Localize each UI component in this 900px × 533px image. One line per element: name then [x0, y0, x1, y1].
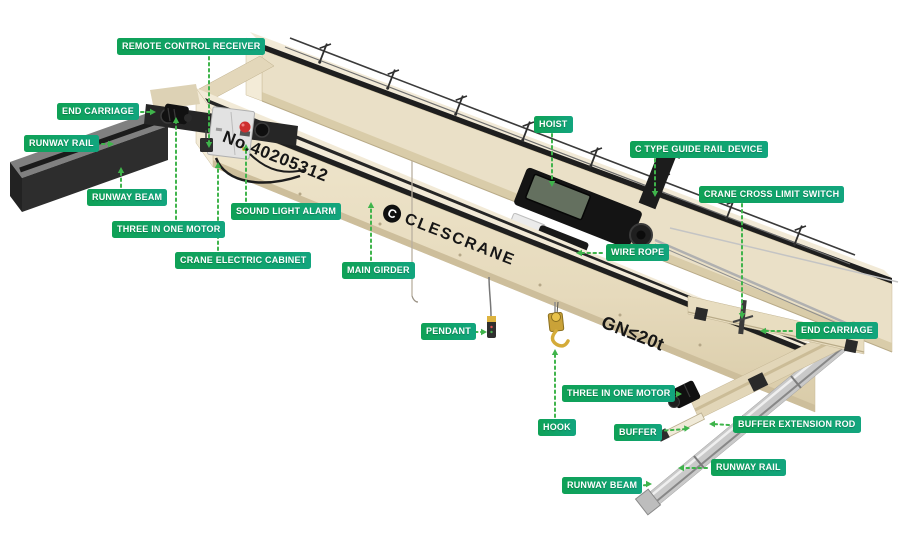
- hook-shape: [547, 301, 570, 348]
- leader-lines: [89, 56, 793, 487]
- label-buffer-extension-rod: BUFFER EXTENSION ROD: [733, 416, 861, 433]
- label-runway-rail-left: RUNWAY RAIL: [24, 135, 99, 152]
- main-girder-shape: [195, 87, 816, 413]
- pendant-shape: [487, 276, 496, 338]
- label-buffer: BUFFER: [614, 424, 662, 441]
- label-runway-rail-right: RUNWAY RAIL: [711, 459, 786, 476]
- cross-limit-switch-rail: [654, 227, 899, 335]
- label-hoist: HOIST: [534, 116, 573, 133]
- label-end-carriage-left: END CARRIAGE: [57, 103, 139, 120]
- crane-electric-cabinet-shape: [206, 106, 305, 184]
- label-runway-beam-left: RUNWAY BEAM: [87, 189, 168, 206]
- c-type-guide-rail: [284, 37, 856, 265]
- label-main-girder: MAIN GIRDER: [342, 262, 415, 279]
- label-c-type-guide-rail-device: C TYPE GUIDE RAIL DEVICE: [630, 141, 768, 158]
- buffer-extension-rod-shape: [665, 412, 705, 438]
- label-crane-cross-limit-switch: CRANE CROSS LIMIT SWITCH: [699, 186, 845, 203]
- end-carriage-right-shape: [656, 295, 865, 442]
- label-pendant: PENDANT: [421, 323, 476, 340]
- label-sound-light-alarm: SOUND LIGHT ALARM: [231, 203, 342, 220]
- sound-light-alarm-shape: [239, 121, 251, 137]
- three-in-one-motor-left-shape: [163, 103, 192, 125]
- label-three-in-one-motor-left: THREE IN ONE MOTOR: [112, 221, 226, 238]
- label-remote-control-receiver: REMOTE CONTROL RECEIVER: [117, 38, 266, 55]
- label-crane-electric-cabinet: CRANE ELECTRIC CABINET: [175, 252, 312, 269]
- label-wire-rope: WIRE ROPE: [606, 244, 670, 261]
- leader-arrowheads: [108, 108, 766, 488]
- label-end-carriage-right: END CARRIAGE: [796, 322, 878, 339]
- label-runway-beam-right: RUNWAY BEAM: [562, 477, 643, 494]
- label-three-in-one-motor-right: THREE IN ONE MOTOR: [562, 385, 676, 402]
- label-hook: HOOK: [538, 419, 576, 436]
